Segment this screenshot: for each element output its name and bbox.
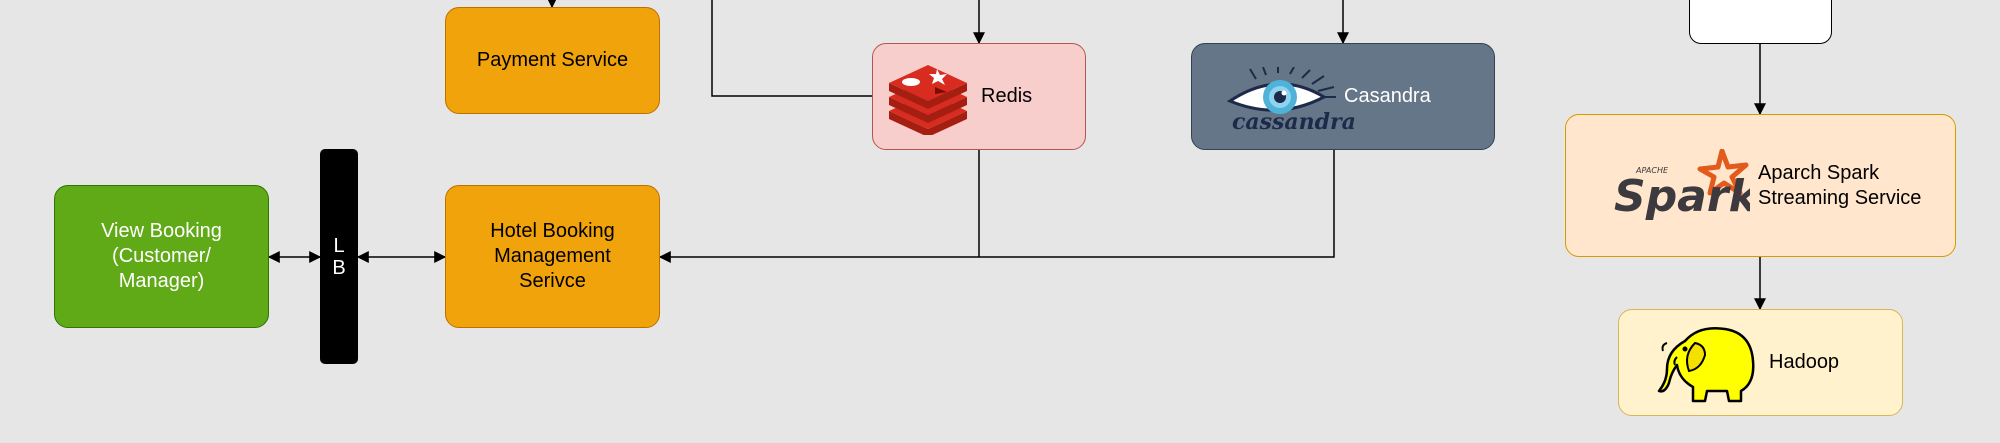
apache-spark-logo: Spark APACHE [1614, 148, 1750, 222]
cassandra-logo-wordmark: cassandra [1232, 109, 1356, 135]
spark-logo-apache-text: APACHE [1635, 166, 1669, 175]
hotel-booking-service-label: Hotel Booking Management Serivce [490, 220, 615, 292]
load-balancer-letter-l: L [333, 234, 345, 257]
upstream-node[interactable] [1689, 0, 1832, 44]
hotel-booking-service-node[interactable]: Hotel Booking Management Serivce [445, 185, 660, 328]
payment-service-node[interactable]: Payment Service [445, 7, 660, 114]
cassandra-node[interactable]: cassandra Casandra [1191, 43, 1495, 150]
spark-logo-text: Spark [1614, 171, 1750, 222]
view-booking-label: View Booking (Customer/ Manager) [101, 220, 222, 292]
edge-cassandra-to-hotel [658, 150, 1335, 263]
redis-label: Redis [981, 85, 1033, 107]
cassandra-label: Casandra [1344, 85, 1431, 107]
load-balancer-node[interactable]: L B [320, 149, 358, 364]
view-booking-node[interactable]: View Booking (Customer/ Manager) [54, 185, 269, 328]
hadoop-node[interactable]: Hadoop [1618, 309, 1903, 416]
hadoop-elephant-icon [1657, 326, 1755, 402]
redis-node[interactable]: Redis [872, 43, 1086, 150]
redis-icon [889, 64, 967, 135]
edge-upstream-to-redis [711, 0, 872, 97]
payment-service-label: Payment Service [476, 49, 629, 71]
spark-streaming-node[interactable]: Spark APACHE Aparch Spark Streaming Serv… [1565, 114, 1956, 257]
spark-streaming-label: Aparch Spark Streaming Service [1758, 161, 1922, 209]
cassandra-eye-icon [1226, 66, 1336, 114]
hadoop-label: Hadoop [1769, 351, 1840, 373]
load-balancer-letter-b: B [332, 256, 346, 279]
